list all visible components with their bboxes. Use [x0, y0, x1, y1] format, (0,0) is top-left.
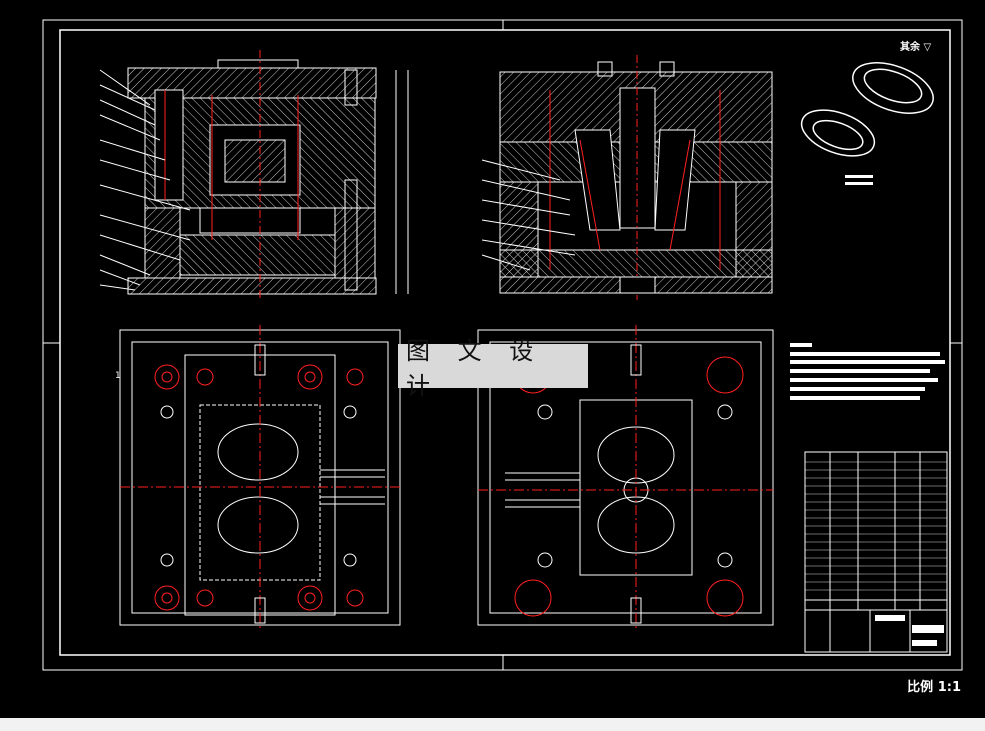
plan-view-right: [477, 325, 774, 630]
section-view-right: [481, 55, 773, 300]
watermark-label: 图 文 设 计: [398, 337, 588, 400]
scale-note: 比例 1:1: [907, 680, 961, 695]
callout-one: 1: [115, 371, 121, 381]
title-block: [804, 451, 948, 653]
plan-view-left: [119, 325, 401, 630]
sheet-border: [42, 19, 963, 671]
product-iso-sketch: [800, 62, 934, 185]
technical-notes: [790, 343, 945, 400]
bottom-strip: [0, 718, 985, 731]
parts-list-rows: [805, 461, 947, 591]
section-view-left: [99, 50, 409, 300]
surface-finish-mark: 其余 ▽: [900, 40, 931, 53]
